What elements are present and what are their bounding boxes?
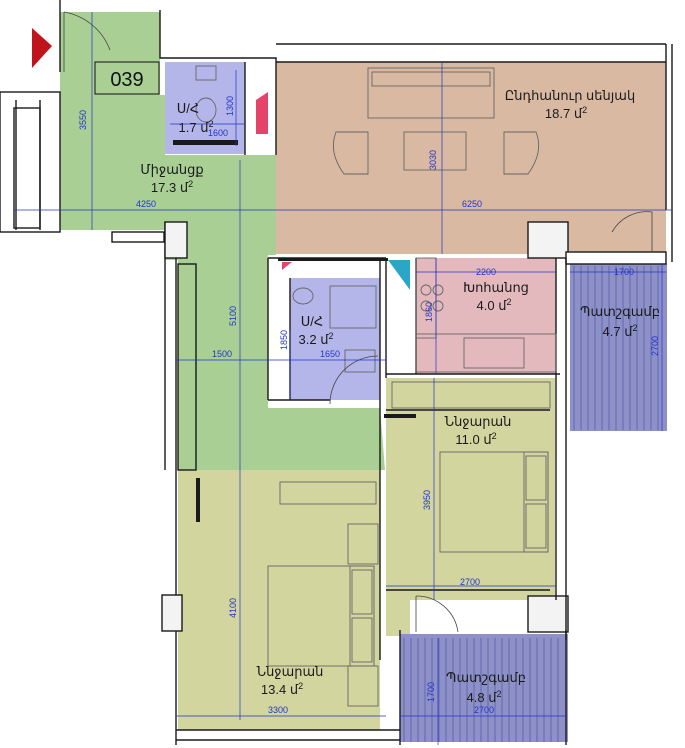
- doors: [63, 11, 653, 633]
- dim-6250: 6250: [462, 199, 482, 209]
- living-fill: [276, 62, 666, 254]
- entry-marker-icon: [32, 28, 52, 68]
- sink: [463, 337, 525, 369]
- bathtub: [329, 285, 377, 329]
- armchair-left: [332, 131, 369, 175]
- room-labels: Ընդհանուր սենյակ 18.7 մ2 Միջանցք 17.3 մ2…: [140, 88, 660, 705]
- dim-1700-bottom: 1700: [426, 682, 436, 702]
- bath1-name: Ս/Հ: [177, 101, 199, 116]
- balcony2-name: Պատշգամբ: [446, 670, 526, 685]
- balcony2-door: [415, 595, 459, 633]
- dim-2200: 2200: [476, 267, 496, 277]
- bath2-name: Ս/Հ: [301, 314, 323, 329]
- balcony2-hatch: [403, 638, 559, 742]
- dim-2700-balcony2: 2700: [474, 705, 494, 715]
- thick-wall-accents: [173, 140, 416, 522]
- bath1-area: 1.7 մ2: [179, 119, 214, 135]
- dim-1700-top: 1700: [614, 267, 634, 277]
- kitchen-fill: [416, 258, 556, 374]
- dim-1500: 1500: [212, 349, 232, 359]
- bath2-fill: [290, 278, 380, 400]
- dim-1650: 1650: [320, 349, 340, 359]
- coffee-table: [403, 131, 467, 171]
- balcony1-door: [611, 211, 653, 252]
- unit-number-box: [94, 61, 160, 95]
- washbasin: [292, 287, 314, 305]
- dim-3030: 3030: [428, 150, 438, 170]
- hall-name: Միջանցք: [140, 162, 203, 177]
- dim-3950: 3950: [422, 490, 432, 510]
- balcony2-area: 4.8 մ2: [467, 689, 502, 705]
- dim-2700-balcony1: 2700: [650, 336, 660, 356]
- hall-fill: [60, 12, 385, 470]
- dim-4100: 4100: [228, 598, 238, 618]
- balcony1-name: Պատշգամբ: [580, 304, 660, 319]
- room-fills: [60, 12, 667, 742]
- dim-1850: 1850: [279, 330, 289, 350]
- living-area: 18.7 մ2: [545, 105, 587, 121]
- hall-area: 17.3 մ2: [151, 179, 193, 195]
- dim-5100: 5100: [228, 306, 238, 326]
- dim-3550: 3550: [78, 110, 88, 130]
- sofa: [367, 67, 495, 119]
- bath1-fill: [165, 62, 245, 154]
- dimension-labels: 3550 1300 1600 3030 4250 6250 2200 1700 …: [78, 96, 660, 715]
- kitchen-area: 4.0 մ2: [477, 297, 512, 313]
- dim-3300: 3300: [268, 705, 288, 715]
- toilet-1: [195, 65, 217, 81]
- bedroom1-fill: [386, 378, 555, 636]
- dim-2700-bedroom1: 2700: [460, 577, 480, 587]
- walls: [0, 0, 673, 745]
- bedroom2-name: Ննջարան: [257, 664, 324, 679]
- dimension-lines: [14, 12, 672, 745]
- armchair-right: [503, 131, 540, 175]
- dim-4250: 4250: [136, 199, 156, 209]
- balcony1-hatch: [573, 266, 659, 430]
- bath2-area: 3.2 մ2: [299, 331, 334, 347]
- accent-marks: [256, 92, 292, 270]
- bedroom2-area: 13.4 մ2: [261, 681, 303, 697]
- balcony2-fill: [400, 634, 568, 742]
- bedroom1-name: Ննջարան: [445, 414, 512, 429]
- living-name: Ընդհանուր սենյակ: [505, 88, 635, 103]
- water-accent: [388, 260, 410, 290]
- balcony1-area: 4.7 մ2: [603, 323, 638, 339]
- dim-1600: 1600: [208, 128, 228, 138]
- bedroom2-fill: [178, 470, 380, 730]
- bedroom1-area: 11.0 մ2: [455, 431, 496, 447]
- kitchen-name: Խոհանոց: [463, 280, 529, 295]
- bath2-door: [329, 355, 379, 405]
- unit-number: 039: [110, 69, 143, 91]
- dim-1860: 1860: [424, 302, 434, 322]
- dim-1300: 1300: [225, 96, 235, 116]
